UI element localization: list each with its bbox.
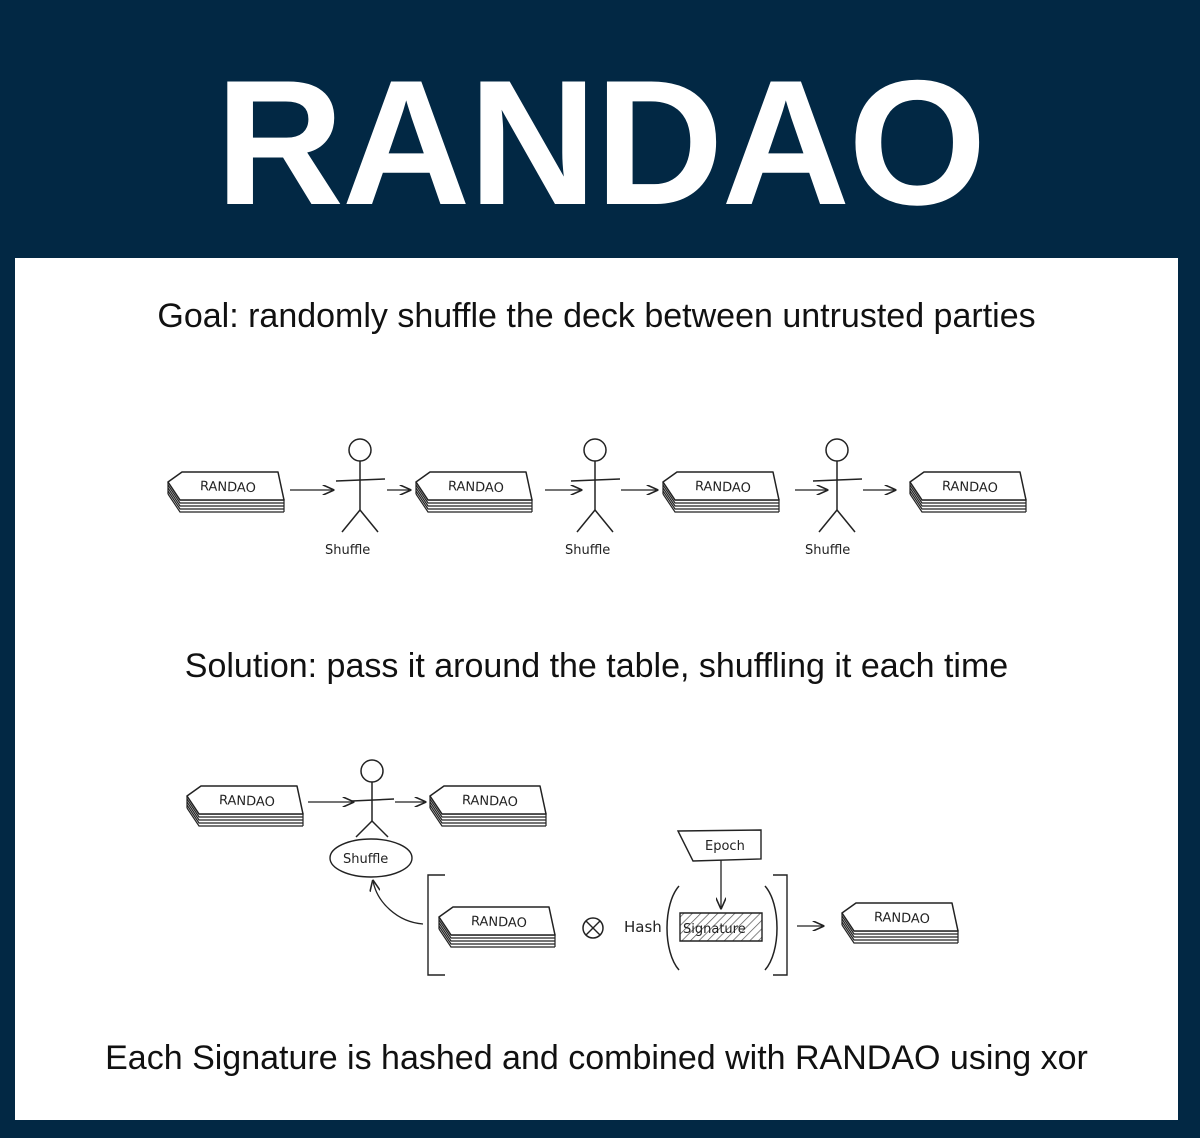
shuffle-label-1: Shuffle <box>325 543 370 558</box>
stick-figure-2 <box>570 438 621 533</box>
deck-6-label: RANDAO <box>462 793 518 810</box>
hash-label: Hash <box>624 918 662 936</box>
deck-5-label: RANDAO <box>219 793 275 810</box>
left-paren <box>666 885 680 971</box>
deck-1-label: RANDAO <box>200 479 256 496</box>
xor-icon <box>582 917 604 939</box>
shuffle-node-label: Shuffle <box>343 852 388 867</box>
signature-box: Signature <box>679 912 763 942</box>
shuffle-node: Shuffle <box>329 838 413 878</box>
content-panel: Goal: randomly shuffle the deck between … <box>15 258 1178 1120</box>
right-paren <box>764 885 778 971</box>
deck-7-label: RANDAO <box>471 914 527 931</box>
signature-label: Signature <box>683 922 746 937</box>
epoch-box: Epoch <box>676 829 762 862</box>
footer-caption: Each Signature is hashed and combined wi… <box>105 1039 1088 1077</box>
randao-diagram: RANDAO Shuffle RANDAO Shuffle RANDAO Shu… <box>167 438 1027 976</box>
goal-caption: Goal: randomly shuffle the deck between … <box>157 297 1036 335</box>
deck-4-label: RANDAO <box>942 479 998 496</box>
epoch-label: Epoch <box>705 839 745 854</box>
left-bracket <box>427 874 445 976</box>
deck-8: RANDAO <box>841 902 959 944</box>
stick-figure-3 <box>812 438 863 533</box>
solution-caption: Solution: pass it around the table, shuf… <box>184 647 1009 685</box>
deck-1: RANDAO <box>167 471 285 513</box>
stick-figure-1 <box>335 438 386 533</box>
deck-3: RANDAO <box>662 471 780 513</box>
page-title: RANDAO <box>215 43 986 242</box>
right-bracket <box>773 874 788 976</box>
shuffle-label-2: Shuffle <box>565 543 610 558</box>
feedback-arrow <box>373 881 424 925</box>
deck-3-label: RANDAO <box>695 479 751 496</box>
deck-2: RANDAO <box>415 471 533 513</box>
deck-7: RANDAO <box>438 906 556 948</box>
deck-6: RANDAO <box>429 785 547 827</box>
deck-5: RANDAO <box>186 785 304 827</box>
shuffle-label-3: Shuffle <box>805 543 850 558</box>
deck-8-label: RANDAO <box>874 910 930 927</box>
deck-2-label: RANDAO <box>448 479 504 496</box>
stick-figure-4 <box>351 759 395 838</box>
deck-4: RANDAO <box>909 471 1027 513</box>
